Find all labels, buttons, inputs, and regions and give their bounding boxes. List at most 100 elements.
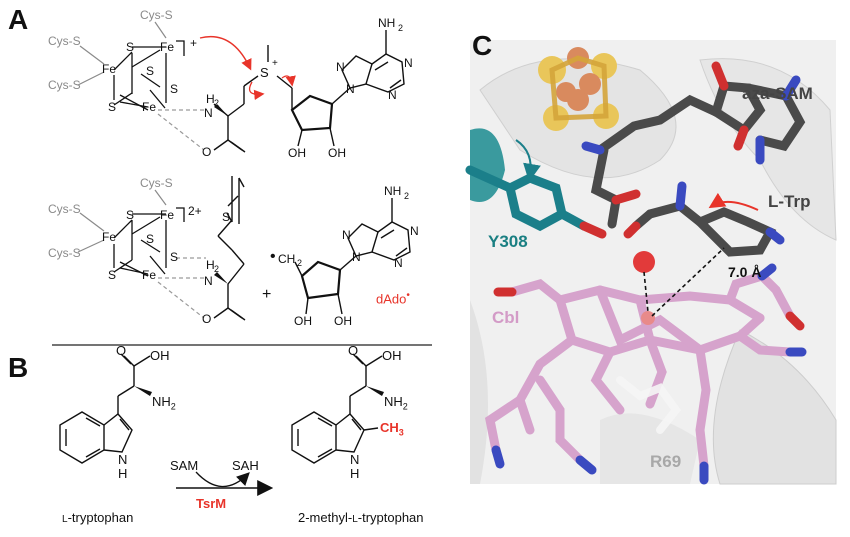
l-trp-arrow bbox=[708, 192, 759, 211]
ribose-oh-top-1: OH bbox=[288, 146, 306, 160]
fe-bottom-3: Fe bbox=[142, 268, 157, 282]
cys-bonds-top bbox=[77, 21, 167, 86]
fe-top-3: Fe bbox=[142, 100, 157, 114]
r69-sticks bbox=[616, 376, 682, 434]
methyl-group: CH3 bbox=[380, 420, 404, 438]
label-r69: R69 bbox=[650, 452, 682, 471]
mtrp-name-small: L bbox=[352, 514, 358, 525]
stereo-wedge-top bbox=[214, 104, 228, 116]
trp-nh2-sub: 2 bbox=[170, 401, 176, 412]
water-sphere bbox=[633, 251, 655, 273]
label-distance: 7.0 Å bbox=[728, 264, 762, 280]
s-bottom-3: S bbox=[170, 250, 179, 264]
cys-label-bottom-1: Cys-S bbox=[140, 176, 173, 190]
trp-nh2-text: NH bbox=[152, 394, 171, 409]
fe4s4-cluster-top bbox=[113, 40, 185, 111]
adenine-nh2-sub-top: 2 bbox=[398, 23, 404, 33]
amine-sub-top: 2 bbox=[214, 98, 220, 108]
s-bottom-1: S bbox=[126, 208, 135, 222]
trp-name-small: L bbox=[62, 514, 68, 525]
stereo-wedge-bottom bbox=[214, 272, 228, 284]
met-h: H bbox=[206, 258, 215, 272]
radical-ch2-sub: 2 bbox=[297, 258, 303, 268]
s-bottom-2: S bbox=[146, 232, 155, 246]
electron-arrow-3 bbox=[281, 75, 296, 87]
sam-sah-curve bbox=[195, 471, 250, 488]
fe-top-2: Fe bbox=[102, 62, 117, 76]
y308-arrow bbox=[515, 139, 541, 182]
label-cbl: Cbl bbox=[492, 308, 520, 327]
label-y308: Y308 bbox=[488, 232, 528, 251]
sulfonium-s: S bbox=[260, 65, 269, 80]
electron-arrow-2 bbox=[248, 81, 265, 101]
aza-sam-sticks bbox=[590, 81, 806, 229]
sam-reagent: SAM bbox=[170, 458, 199, 473]
trp-carbonyl-o: O bbox=[116, 343, 127, 358]
structure-render bbox=[465, 40, 837, 485]
trp-nh2: NH2 bbox=[152, 394, 176, 412]
adenine-n-bottom-4: N bbox=[394, 256, 403, 270]
trp-stereo-wedge bbox=[134, 386, 152, 396]
s-top-4: S bbox=[108, 100, 117, 114]
tryptophan-skeleton bbox=[59, 353, 151, 464]
sam-skeleton bbox=[213, 30, 405, 153]
electron-arrow-1 bbox=[199, 36, 252, 71]
ribose-oh-bottom-1: OH bbox=[294, 314, 312, 328]
met-n: N bbox=[204, 274, 213, 288]
ribose-oh-top-2: OH bbox=[328, 146, 346, 160]
trp-indole-h: H bbox=[118, 466, 128, 481]
trp-name-rest: -tryptophan bbox=[67, 510, 134, 525]
adenine-nh2-top: NH bbox=[378, 16, 396, 30]
panel-label-b: B bbox=[8, 352, 29, 383]
fe-bottom-2: Fe bbox=[102, 230, 117, 244]
dashed-coordination-bottom bbox=[157, 257, 206, 319]
trp-oh: OH bbox=[150, 348, 170, 363]
mtrp-carbonyl-o: O bbox=[348, 343, 359, 358]
adenine-nh2-bottom: NH bbox=[384, 184, 402, 198]
adenine-n-top-2: N bbox=[346, 82, 355, 96]
dado-label: dAdo• bbox=[376, 290, 410, 306]
fe4s4-cluster-bottom bbox=[113, 207, 185, 277]
cbl-sticks bbox=[484, 271, 795, 471]
panel-label-a: A bbox=[8, 4, 29, 35]
cys-label-bottom-3: Cys-S bbox=[48, 246, 81, 260]
mtrp-oh: OH bbox=[382, 348, 402, 363]
trp-name: L-tryptophan bbox=[62, 510, 133, 525]
trp-indole-n: N bbox=[118, 452, 128, 467]
cluster-charge-bottom: 2+ bbox=[188, 204, 202, 218]
mtrp-indole-n: N bbox=[350, 452, 360, 467]
dado-text: dAdo bbox=[376, 291, 407, 307]
mtrp-nh2-text: NH bbox=[384, 394, 403, 409]
s-bottom-4: S bbox=[108, 268, 117, 282]
enzyme-tsrm: TsrM bbox=[196, 496, 227, 511]
cys-bonds-bottom bbox=[77, 189, 167, 253]
dado-skeleton bbox=[294, 198, 411, 315]
mtrp-name-pre: 2-methyl- bbox=[298, 510, 353, 525]
adenine-nh2-sub-bottom: 2 bbox=[404, 191, 410, 201]
cys-label-bottom-2: Cys-S bbox=[48, 202, 81, 216]
fe-bottom-1: Fe bbox=[160, 208, 175, 222]
mtrp-name: 2-methyl-L-tryptophan bbox=[298, 510, 424, 525]
radical-ch2: CH bbox=[278, 252, 296, 266]
cluster-charge-top: + bbox=[190, 36, 198, 50]
plus-sign: + bbox=[262, 286, 272, 303]
amine-h-top: H bbox=[206, 92, 215, 106]
met-s: S bbox=[222, 210, 231, 224]
adenine-n-bottom-2: N bbox=[352, 250, 361, 264]
panel-label-c: C bbox=[472, 30, 493, 61]
cys-label-top-3: Cys-S bbox=[48, 78, 81, 92]
sah-product: SAH bbox=[232, 458, 259, 473]
s-top-1: S bbox=[126, 40, 135, 54]
cys-label-top-1: Cys-S bbox=[140, 8, 173, 22]
methyl-sub: 3 bbox=[398, 427, 404, 438]
dado-radical-dot: • bbox=[406, 290, 410, 301]
adenine-n-top-3: N bbox=[404, 56, 413, 70]
mtrp-nh2-sub: 2 bbox=[402, 401, 408, 412]
label-aza-sam: aza-SAM bbox=[742, 84, 813, 103]
mtrp-nh2: NH2 bbox=[384, 394, 408, 412]
methionine-skeleton bbox=[213, 195, 246, 321]
carboxylate-o-top: O bbox=[202, 145, 212, 159]
s-top-3: S bbox=[170, 82, 179, 96]
